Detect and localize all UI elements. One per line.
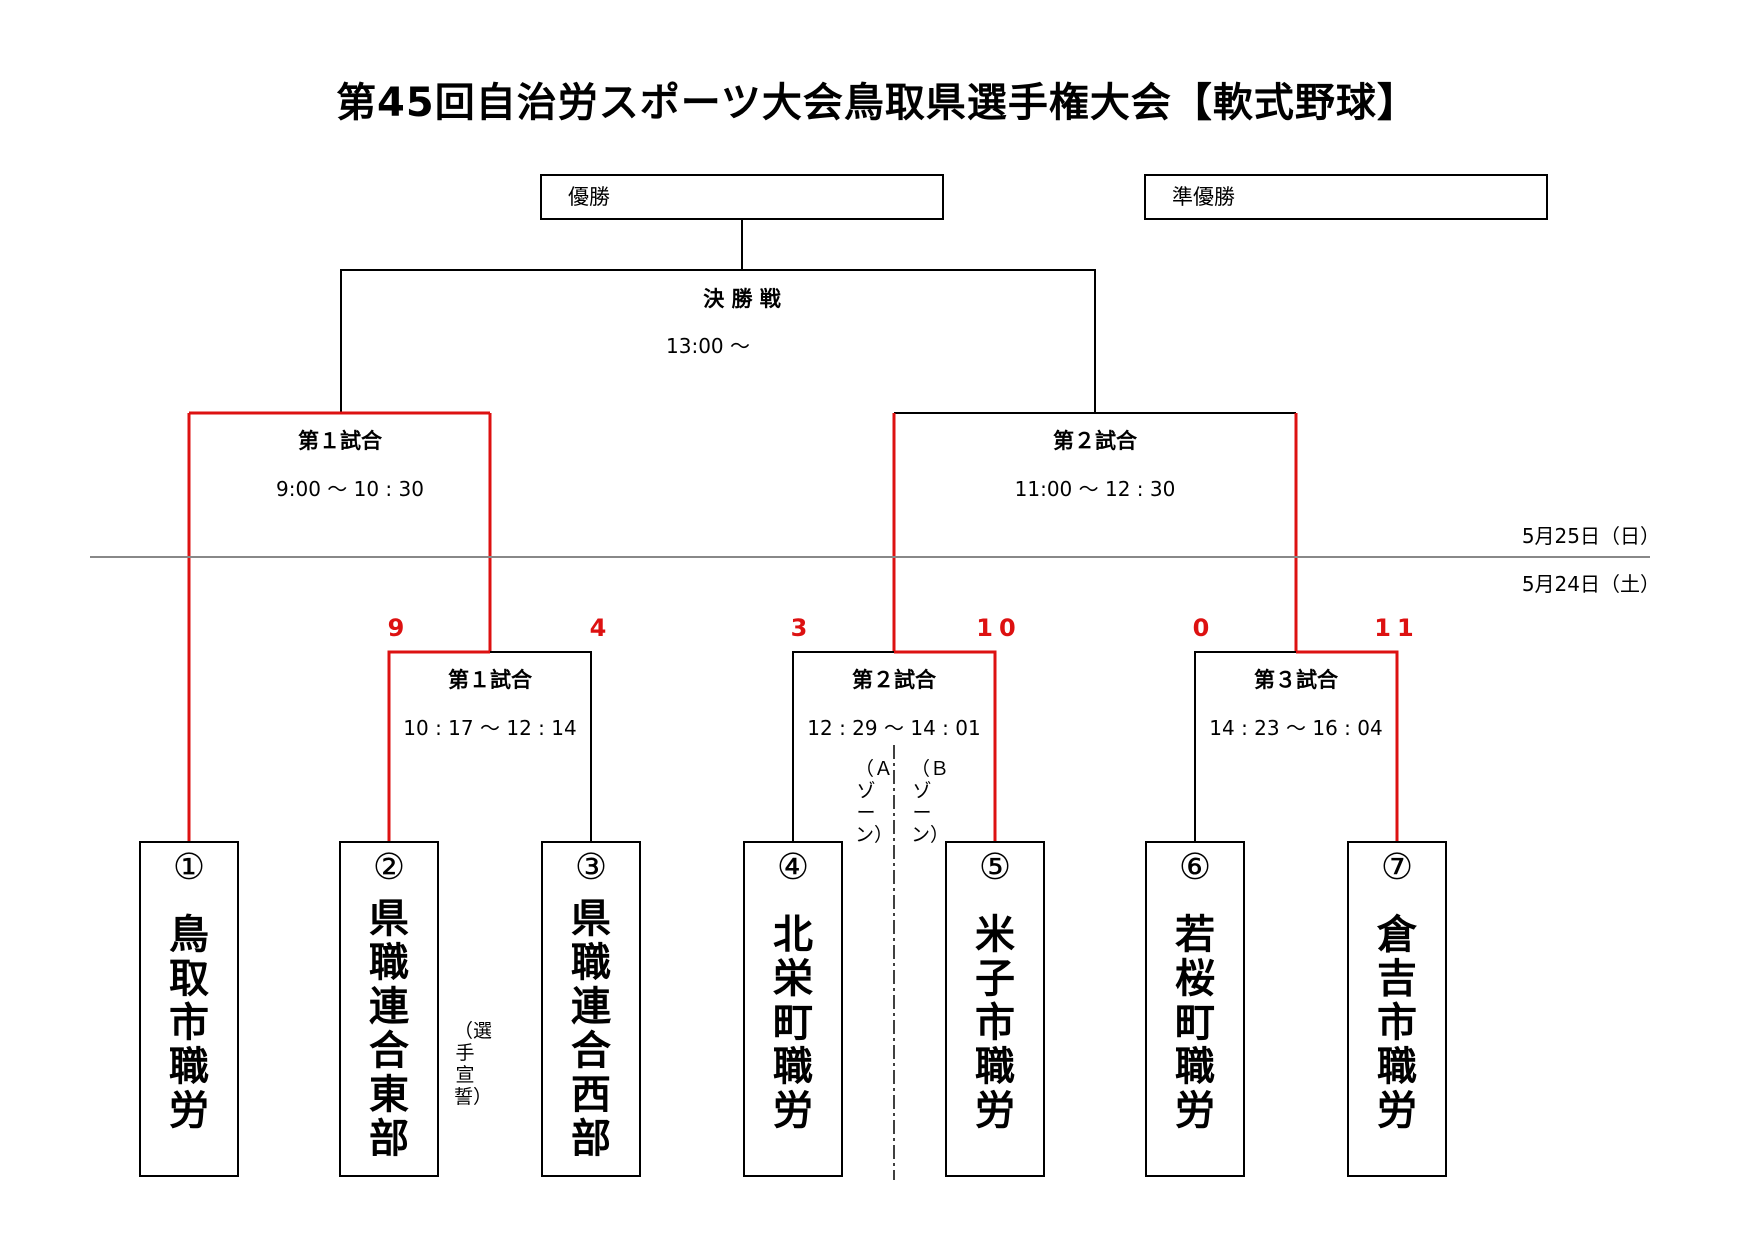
final-time: 13:00 ～ — [666, 334, 750, 358]
team3-line — [490, 651, 592, 841]
day1-match1-time: 10 : 17 ～ 12 : 14 — [403, 716, 577, 740]
date-day2: 5月25日（日） — [1521, 524, 1660, 548]
day1-match2-score-right: 10 — [976, 614, 1022, 642]
day1-match2-name: 第２試合 — [852, 668, 936, 692]
team-name-5: 米子市職労 — [975, 912, 1015, 1134]
day1-match3-score-left: 0 — [1192, 614, 1216, 642]
team-number-2: ② — [372, 847, 406, 888]
zone-a-note: （Ａゾーン） — [855, 758, 894, 846]
day1-match1-score-right: 4 — [589, 614, 613, 642]
day1-match2-time: 12 : 29 ～ 14 : 01 — [807, 716, 981, 740]
team-box-5: ⑤ 米子市職労 — [945, 841, 1045, 1177]
team-number-1: ① — [172, 847, 206, 888]
team-box-6: ⑥ 若桜町職労 — [1145, 841, 1245, 1177]
day1-match3-time: 14 : 23 ～ 16 : 04 — [1209, 716, 1383, 740]
oath-note: （選手宣誓） — [454, 1020, 493, 1108]
day2-match1-time: 9:00 ～ 10 : 30 — [276, 477, 424, 501]
team2-winner-line — [387, 650, 490, 841]
team-box-4: ④ 北栄町職労 — [743, 841, 843, 1177]
team-name-4: 北栄町職労 — [773, 912, 813, 1134]
day1-match2-score-left: 3 — [790, 614, 814, 642]
runner-up-box: 準優勝 — [1144, 174, 1548, 220]
day2-match1-name: 第１試合 — [298, 429, 382, 453]
final-bracket — [340, 269, 1096, 413]
winner-label: 優勝 — [568, 185, 610, 209]
day1-match3-score-right: 11 — [1374, 614, 1420, 642]
team-name-6: 若桜町職労 — [1175, 912, 1215, 1134]
team-name-2: 県職連合東部 — [369, 896, 409, 1162]
final-name: 決 勝 戦 — [703, 287, 781, 311]
team-box-7: ⑦ 倉吉市職労 — [1347, 841, 1447, 1177]
team-number-6: ⑥ — [1178, 847, 1212, 888]
team5-winner-line — [894, 650, 997, 841]
team-number-3: ③ — [574, 847, 608, 888]
runner-up-label: 準優勝 — [1172, 185, 1235, 209]
zone-b-note: （Ｂゾーン） — [911, 758, 950, 846]
tournament-title: 第45回自治労スポーツ大会鳥取県選手権大会【軟式野球】 — [336, 80, 1418, 126]
day2-match2-time: 11:00 ～ 12 : 30 — [1014, 477, 1176, 501]
team6-line — [1194, 651, 1296, 841]
team-box-1: ① 鳥取市職労 — [139, 841, 239, 1177]
team-name-7: 倉吉市職労 — [1377, 912, 1417, 1134]
team-number-7: ⑦ — [1380, 847, 1414, 888]
team4-line — [792, 651, 894, 841]
day2-match2-name: 第２試合 — [1053, 429, 1137, 453]
team7-winner-line — [1296, 650, 1399, 841]
date-day1: 5月24日（土） — [1521, 572, 1660, 596]
team-box-2: ② 県職連合東部 — [339, 841, 439, 1177]
day1-match1-name: 第１試合 — [448, 668, 532, 692]
day1-match1-score-left: 9 — [387, 614, 411, 642]
team-name-3: 県職連合西部 — [571, 896, 611, 1162]
team-box-3: ③ 県職連合西部 — [541, 841, 641, 1177]
winner-box: 優勝 — [540, 174, 944, 220]
team-number-5: ⑤ — [978, 847, 1012, 888]
team-number-4: ④ — [776, 847, 810, 888]
team-name-1: 鳥取市職労 — [169, 912, 209, 1134]
day1-match3-name: 第３試合 — [1254, 668, 1338, 692]
